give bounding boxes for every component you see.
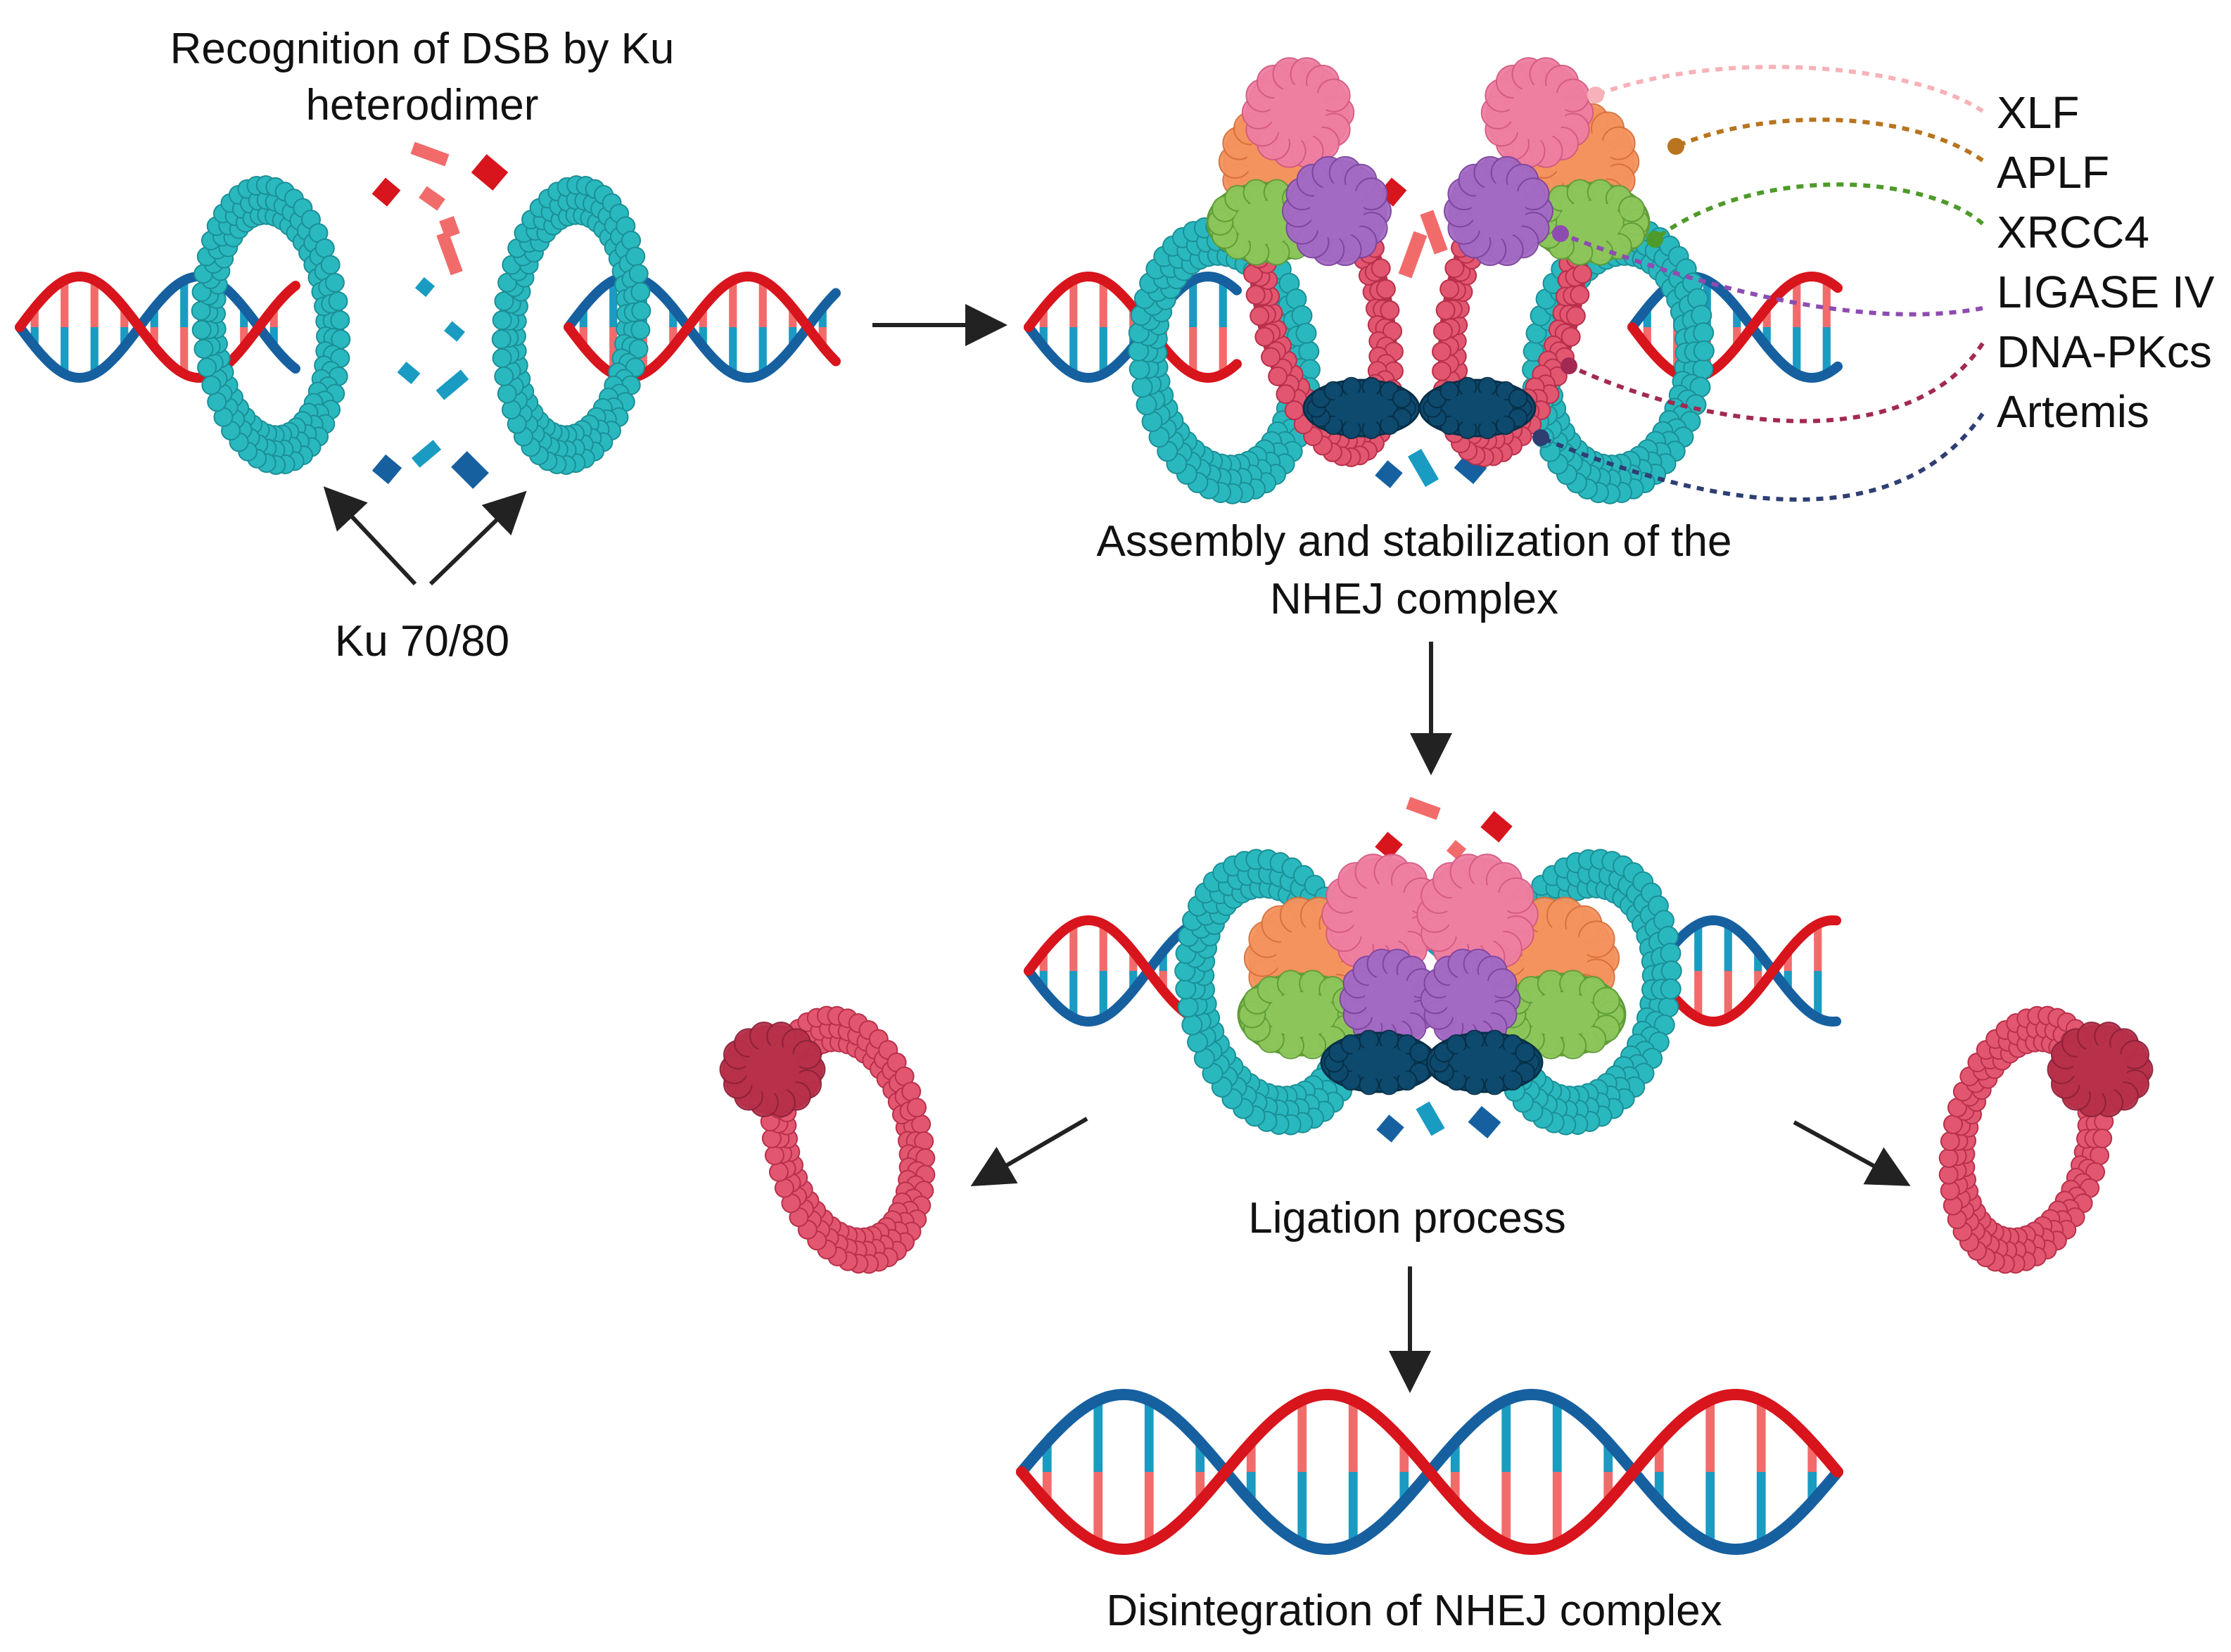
dna-right-fragment-stage1: [564, 271, 841, 383]
dna-fragment-piece: [397, 361, 421, 385]
arrow-ku-right: [428, 490, 527, 586]
step3-title: Ligation process: [1248, 1194, 1566, 1243]
dna-pkcs-kinase-head-left: [719, 1022, 826, 1117]
bead-ring: [191, 175, 351, 475]
dna-fragment-piece: [436, 369, 469, 400]
legend-leader-2: [1646, 182, 1984, 248]
bead-ring: [491, 175, 651, 475]
artemis-protein-right: [1425, 1029, 1544, 1095]
legend-aplf: APLF: [1997, 147, 2110, 198]
legend-leader-3: [1552, 225, 1983, 317]
dna-strand-blue: [1024, 915, 1208, 1027]
dna-fragment-piece: [414, 277, 436, 298]
dna-fragment-piece: [1406, 796, 1441, 820]
legend-xrcc4: XRCC4: [1997, 207, 2149, 258]
break-debris-stage3: [1375, 796, 1513, 1143]
dna-fragment-piece: [419, 186, 445, 211]
dna-fragment-piece: [451, 451, 489, 489]
legend-dna-pkcs: DNA-PKcs: [1997, 326, 2212, 377]
dna-fragment-piece: [1468, 1105, 1501, 1139]
legend-leader-1: [1667, 117, 1984, 163]
dna-fragment-piece: [1375, 832, 1403, 860]
ku-ring-left: [191, 175, 351, 475]
legend-xlf: XLF: [1997, 87, 2080, 138]
artemis-protein-right: [1418, 376, 1537, 440]
legend-leader-0: [1587, 65, 1984, 113]
dna-strand-red: [1627, 271, 1843, 383]
arrow-release-right: [1793, 1120, 1911, 1186]
dna-repaired: [1016, 1388, 1843, 1556]
dna-fragment-piece: [1375, 460, 1403, 488]
dna-strand-red: [15, 271, 300, 383]
dna-fragment-piece: [1420, 210, 1448, 255]
arrow-release-left: [970, 1117, 1088, 1187]
ku-ring-right: [491, 175, 651, 475]
step1-title-line2: heterodimer: [305, 81, 539, 129]
step1-title-line1: Recognition of DSB by Ku: [170, 25, 675, 73]
xlf-protein-left: [1321, 853, 1444, 976]
xlf-protein-right: [1480, 57, 1594, 168]
released-ku-ring-left: [719, 1005, 936, 1274]
dna-fragment-piece: [471, 154, 509, 191]
ligase-iv-protein-right: [1444, 155, 1554, 267]
dna-strand-red: [1016, 1388, 1843, 1556]
step4-title: Disintegration of NHEJ complex: [1106, 1587, 1722, 1635]
legend-ligase-iv: LIGASE IV: [1997, 267, 2215, 317]
dna-strand-red: [1024, 915, 1208, 1027]
dna-fragment-piece: [411, 440, 442, 468]
dna-left-fragment-stage1: [15, 271, 300, 383]
dna-fragment-piece: [371, 177, 401, 207]
dna-fragment-piece: [1480, 811, 1513, 843]
nhej-complex-ligation: [1174, 849, 1682, 1136]
dna-fragment-piece: [444, 321, 465, 342]
step2-title-line1: Assembly and stabilization of the: [1096, 517, 1732, 566]
released-ku-ring-right: [1938, 1005, 2154, 1274]
dna-strand-blue: [564, 271, 841, 383]
ku-label: Ku 70/80: [334, 617, 510, 666]
xlf-protein-left: [1241, 57, 1355, 168]
dna-fragment-piece: [410, 141, 450, 167]
nhej-complex-assembly: [1128, 57, 1715, 504]
break-debris-stage1: [371, 141, 509, 489]
dna-strand-blue: [15, 271, 300, 383]
dna-left-fragment-stage2: [1024, 271, 1242, 383]
dna-left-fragment-stage3: [1024, 915, 1208, 1027]
dna-fragment-piece: [1407, 448, 1439, 488]
dna-fragment-piece: [371, 454, 402, 485]
step2-title-line2: NHEJ complex: [1270, 575, 1558, 623]
legend-artemis: Artemis: [1997, 386, 2149, 437]
dna-pkcs-kinase-head-right: [2047, 1022, 2154, 1117]
arrow-ku-left: [323, 486, 417, 586]
dna-fragment-piece: [1454, 451, 1487, 485]
ligase-iv-protein-left: [1282, 155, 1392, 267]
dna-strand-red: [1648, 915, 1841, 1027]
dna-fragment-piece: [1376, 1114, 1404, 1143]
dna-fragment-piece: [436, 231, 463, 276]
legend-leader-4: [1561, 342, 1985, 424]
bead-ring: [1128, 216, 1321, 504]
dna-strand-blue: [1648, 915, 1841, 1027]
dna-strand-red: [1024, 271, 1242, 383]
xrcc4-protein-right: [1530, 179, 1651, 266]
dna-fragment-piece: [1416, 1101, 1445, 1136]
legend-leader-5: [1532, 412, 1985, 502]
dna-fragment-piece: [1398, 231, 1428, 279]
legend-leaders: [1532, 65, 1985, 502]
